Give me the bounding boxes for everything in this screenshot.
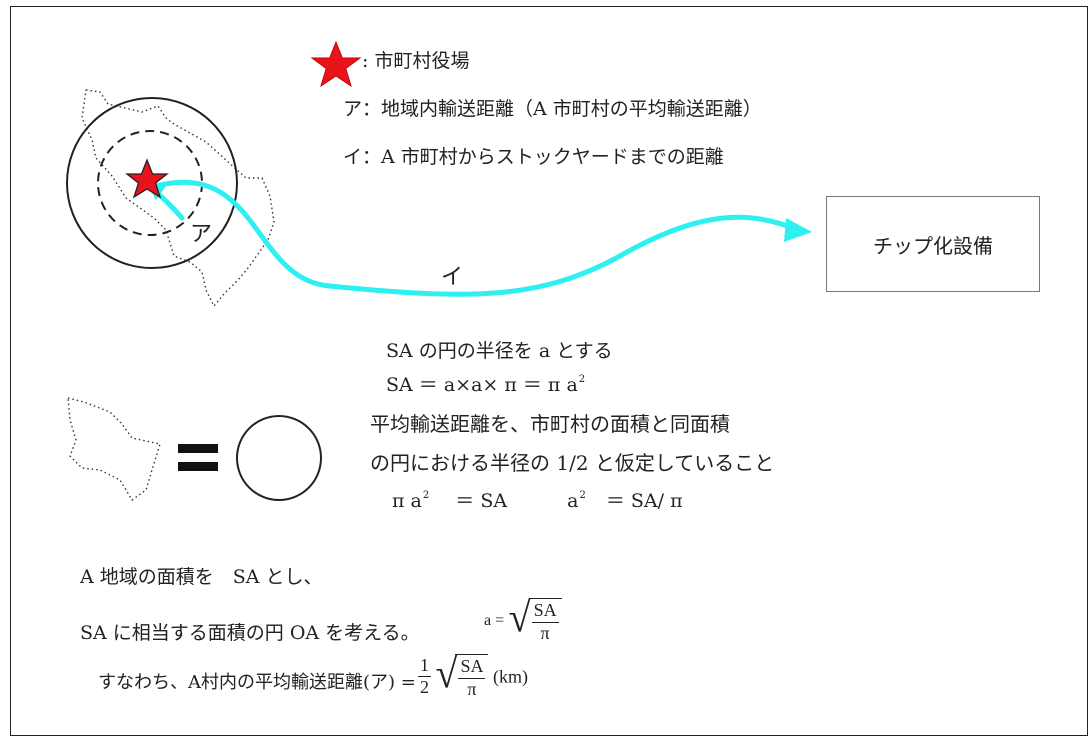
formula-a: a = √ SA π <box>484 596 562 644</box>
numerator-sa-2: SA <box>458 656 486 679</box>
denominator-pi: π <box>540 622 550 643</box>
bottom-line2: SA に相当する面積の円 OA を考える。 <box>80 622 420 644</box>
marker-i: イ <box>441 265 464 290</box>
diagram-frame <box>10 6 1088 736</box>
explain-line3: 平均輸送距離を、市町村の面積と同面積 <box>370 412 730 436</box>
marker-a: ア <box>190 222 213 247</box>
fraction-sa-over-pi-2: SA π <box>458 656 486 700</box>
equals-sa: ＝ SA <box>455 490 508 512</box>
fraction-one-half: 1 2 <box>418 655 431 699</box>
formula-average-distance: 1 2 √ SA π (km) <box>418 652 528 700</box>
chip-facility-label: チップ化設備 <box>873 233 993 258</box>
bottom-line3: すなわち、A村内の平均輸送距離(ア) = <box>98 672 416 693</box>
equals-bottom-bar <box>178 462 218 471</box>
denominator-pi-2: π <box>467 678 477 699</box>
legend-star-label: : 市町村役場 <box>362 50 470 72</box>
unit-km: (km) <box>492 666 528 687</box>
denominator-two: 2 <box>420 677 429 698</box>
equivalent-area-circle <box>66 97 238 269</box>
explain-line4: の円における半径の 1/2 と仮定していること <box>370 451 775 475</box>
explain-line1: SA の円の半径を a とする <box>386 340 613 362</box>
a-term: a <box>567 490 579 512</box>
legend-a-label: ア：地域内輸送距離（A 市町村の平均輸送距離） <box>343 98 762 120</box>
town-hall-star-icon <box>125 158 169 199</box>
bottom-line1: A 地域の面積を SA とし、 <box>80 566 323 588</box>
legend-star-icon <box>310 40 362 88</box>
explain-line5: π a2 ＝ SA a2 ＝ SA/ π <box>392 490 683 512</box>
superscript-2: 2 <box>579 490 586 501</box>
superscript-2: 2 <box>578 374 586 385</box>
numerator-one: 1 <box>418 655 431 678</box>
arrow-i <box>153 179 801 297</box>
superscript-2: 2 <box>422 490 430 501</box>
legend-i-label: イ：A 市町村からストックヤードまでの距離 <box>343 146 724 168</box>
arrow-i-head <box>784 218 812 242</box>
formula-a-lhs: a = <box>484 612 505 630</box>
municipality-outline <box>81 89 275 308</box>
chip-facility-box: チップ化設備 <box>826 196 1040 292</box>
sqrt-symbol-2: √ SA π <box>436 652 489 700</box>
equals-sa-over-pi: ＝ SA/ π <box>605 490 683 512</box>
explain-line2: SA ＝ a×a× π ＝ π a2 <box>386 374 586 396</box>
small-municipality-outline <box>67 397 161 502</box>
small-equivalent-circle <box>236 415 322 501</box>
fraction-sa-over-pi: SA π <box>531 600 559 644</box>
equals-top-bar <box>178 444 218 453</box>
sqrt-symbol: √ SA π <box>509 596 562 644</box>
numerator-sa: SA <box>531 600 559 623</box>
explain-line2-text: SA ＝ a×a× π ＝ π a <box>386 374 578 396</box>
pi-a: π a <box>392 490 422 512</box>
